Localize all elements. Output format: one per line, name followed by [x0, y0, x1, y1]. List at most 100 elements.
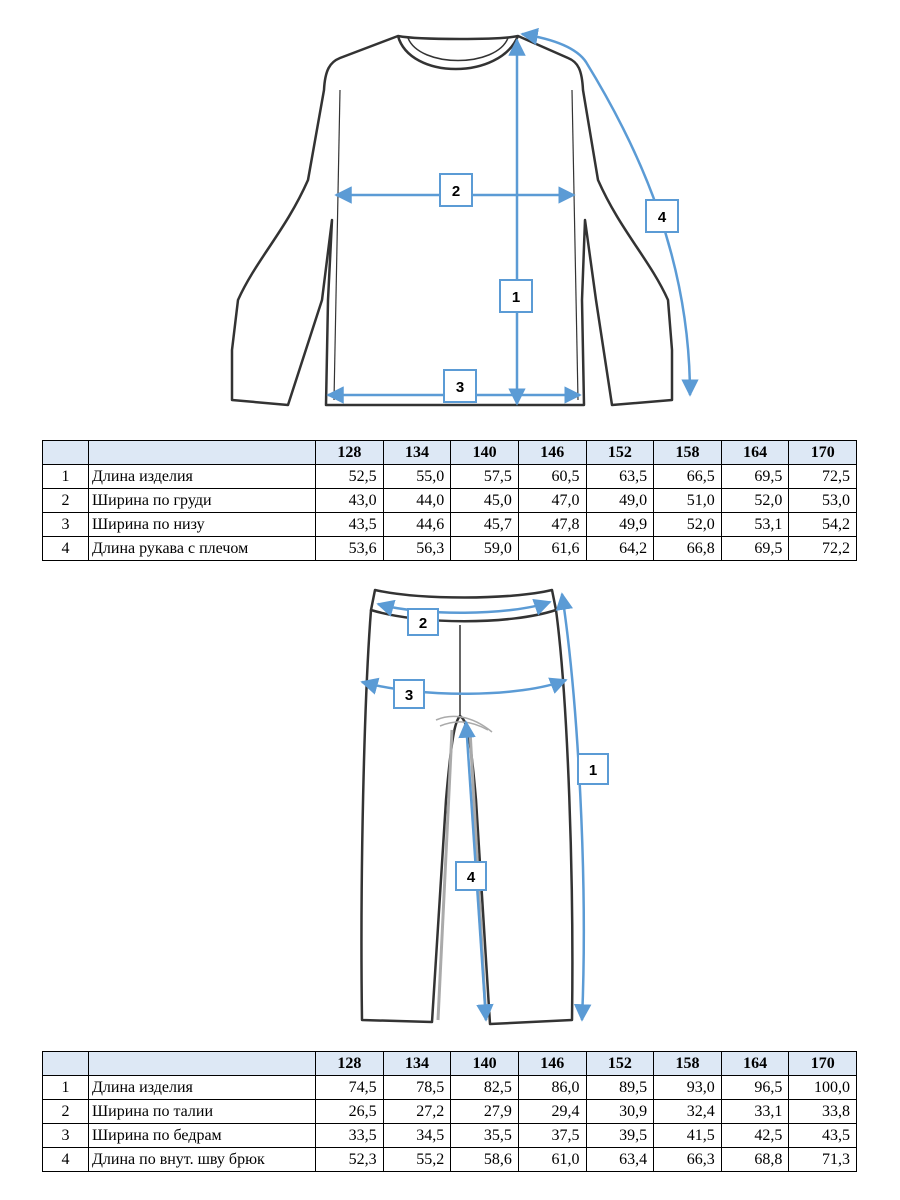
shirt-measure-lines: [326, 27, 699, 406]
shirt-marker-3: 3: [443, 369, 477, 403]
value-cell: 49,0: [585, 488, 655, 513]
shirt-outline: [230, 34, 674, 407]
header-cell: 146: [517, 1051, 587, 1076]
value-cell: 41,5: [653, 1123, 722, 1148]
value-cell: 66,5: [653, 464, 722, 489]
svg-text:1: 1: [512, 289, 520, 306]
pants-marker-3: 3: [393, 679, 425, 709]
row-label: Ширина по груди: [88, 488, 316, 513]
value-cell: 47,8: [517, 512, 587, 537]
value-cell: 69,5: [720, 536, 790, 561]
value-cell: 34,5: [382, 1123, 452, 1148]
pants-marker-4: 4: [455, 861, 487, 891]
shirt-marker-4: 4: [645, 199, 679, 233]
value-cell: 96,5: [720, 1075, 790, 1100]
value-cell: 43,0: [315, 488, 384, 513]
value-cell: 39,5: [585, 1123, 655, 1148]
pants-marker-2: 2: [407, 608, 439, 636]
header-cell: 134: [382, 440, 452, 465]
value-cell: 93,0: [653, 1075, 722, 1100]
row-label: Ширина по низу: [88, 512, 316, 537]
value-cell: 100,0: [788, 1075, 857, 1100]
header-cell: 128: [315, 440, 384, 465]
svg-text:3: 3: [405, 687, 413, 704]
value-cell: 69,5: [720, 464, 790, 489]
header-cell: [42, 440, 89, 465]
row-number: 3: [42, 1123, 89, 1148]
row-label: Длина по внут. шву брюк: [88, 1147, 316, 1172]
header-cell: 140: [450, 1051, 519, 1076]
header-cell: 170: [788, 1051, 857, 1076]
value-cell: 68,8: [720, 1147, 790, 1172]
header-cell: 170: [788, 440, 857, 465]
value-cell: 71,3: [788, 1147, 857, 1172]
value-cell: 33,1: [720, 1099, 790, 1124]
row-number: 3: [42, 512, 89, 537]
row-label: Длина изделия: [88, 1075, 316, 1100]
value-cell: 30,9: [585, 1099, 655, 1124]
svg-text:2: 2: [419, 615, 427, 632]
shirt-marker-2: 2: [439, 173, 473, 207]
header-cell: [88, 440, 316, 465]
pants-measure-lines: [360, 592, 592, 1022]
value-cell: 74,5: [315, 1075, 384, 1100]
header-cell: 164: [720, 440, 790, 465]
svg-text:4: 4: [658, 209, 667, 226]
value-cell: 66,3: [653, 1147, 722, 1172]
value-cell: 59,0: [450, 536, 519, 561]
header-cell: 152: [585, 440, 655, 465]
value-cell: 64,2: [585, 536, 655, 561]
value-cell: 51,0: [653, 488, 722, 513]
value-cell: 33,5: [315, 1123, 384, 1148]
table-header-row: 128 134 140 146 152 158 164 170: [42, 1051, 857, 1076]
value-cell: 60,5: [517, 464, 587, 489]
row-label: Длина рукава с плечом: [88, 536, 316, 561]
value-cell: 82,5: [450, 1075, 519, 1100]
value-cell: 53,0: [788, 488, 857, 513]
value-cell: 78,5: [382, 1075, 452, 1100]
value-cell: 58,6: [450, 1147, 519, 1172]
value-cell: 52,3: [315, 1147, 384, 1172]
value-cell: 49,9: [585, 512, 655, 537]
row-label: Длина изделия: [88, 464, 316, 489]
header-cell: 134: [382, 1051, 452, 1076]
value-cell: 44,6: [382, 512, 452, 537]
value-cell: 53,1: [720, 512, 790, 537]
value-cell: 66,8: [653, 536, 722, 561]
header-cell: [42, 1051, 89, 1076]
value-cell: 54,2: [788, 512, 857, 537]
value-cell: 55,2: [382, 1147, 452, 1172]
svg-text:1: 1: [589, 762, 597, 779]
header-cell: [88, 1051, 316, 1076]
value-cell: 47,0: [517, 488, 587, 513]
value-cell: 72,5: [788, 464, 857, 489]
header-cell: 152: [585, 1051, 655, 1076]
svg-text:3: 3: [456, 379, 464, 396]
row-number: 1: [42, 464, 89, 489]
row-number: 4: [42, 1147, 89, 1172]
value-cell: 33,8: [788, 1099, 857, 1124]
pants-outline: [360, 588, 574, 1026]
value-cell: 44,0: [382, 488, 452, 513]
value-cell: 27,9: [450, 1099, 519, 1124]
value-cell: 37,5: [517, 1123, 587, 1148]
header-cell: 128: [315, 1051, 384, 1076]
header-cell: 140: [450, 440, 519, 465]
value-cell: 26,5: [315, 1099, 384, 1124]
table-header-row: 128 134 140 146 152 158 164 170: [42, 440, 857, 465]
header-cell: 146: [517, 440, 587, 465]
header-cell: 158: [653, 1051, 722, 1076]
row-number: 4: [42, 536, 89, 561]
value-cell: 32,4: [653, 1099, 722, 1124]
pants-diagram: 1 2 3 4: [360, 588, 609, 1026]
row-number: 2: [42, 488, 89, 513]
pants-marker-1: 1: [577, 753, 609, 785]
value-cell: 61,0: [517, 1147, 587, 1172]
row-label: Ширина по талии: [88, 1099, 316, 1124]
